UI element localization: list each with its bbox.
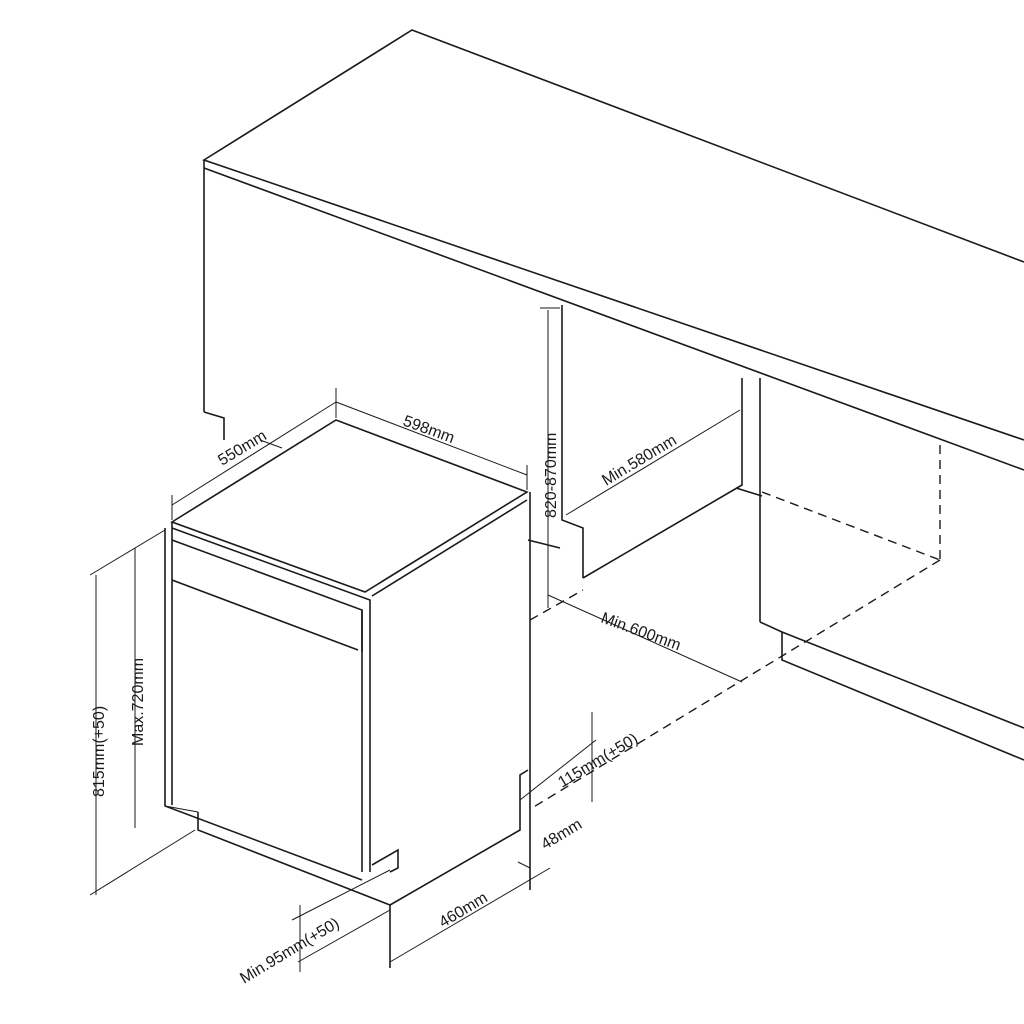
- label-plinth-height: 115mm(+50): [555, 731, 641, 792]
- label-total-height: 815mm(+50): [91, 706, 108, 797]
- label-plinth-offset: 48mm: [538, 816, 585, 853]
- countertop-cabinet: [202, 29, 1024, 761]
- label-niche-height: 820-870mm: [543, 433, 560, 518]
- label-niche-width: Min.600mm: [599, 610, 683, 655]
- label-door-height: Max.720mm: [130, 658, 147, 746]
- niche-outline: [529, 445, 941, 809]
- label-base-depth: 460mm: [436, 889, 490, 931]
- dimension-lines: [89, 307, 743, 972]
- label-niche-depth: Min.580mm: [599, 432, 679, 490]
- label-min-plinth: Min.95mm(+50): [237, 915, 342, 988]
- label-width: 598mm: [401, 413, 457, 447]
- dimension-labels: 598mm 550mm 820-870mm Min.580mm Min.600m…: [91, 413, 683, 988]
- dishwasher: [164, 419, 531, 968]
